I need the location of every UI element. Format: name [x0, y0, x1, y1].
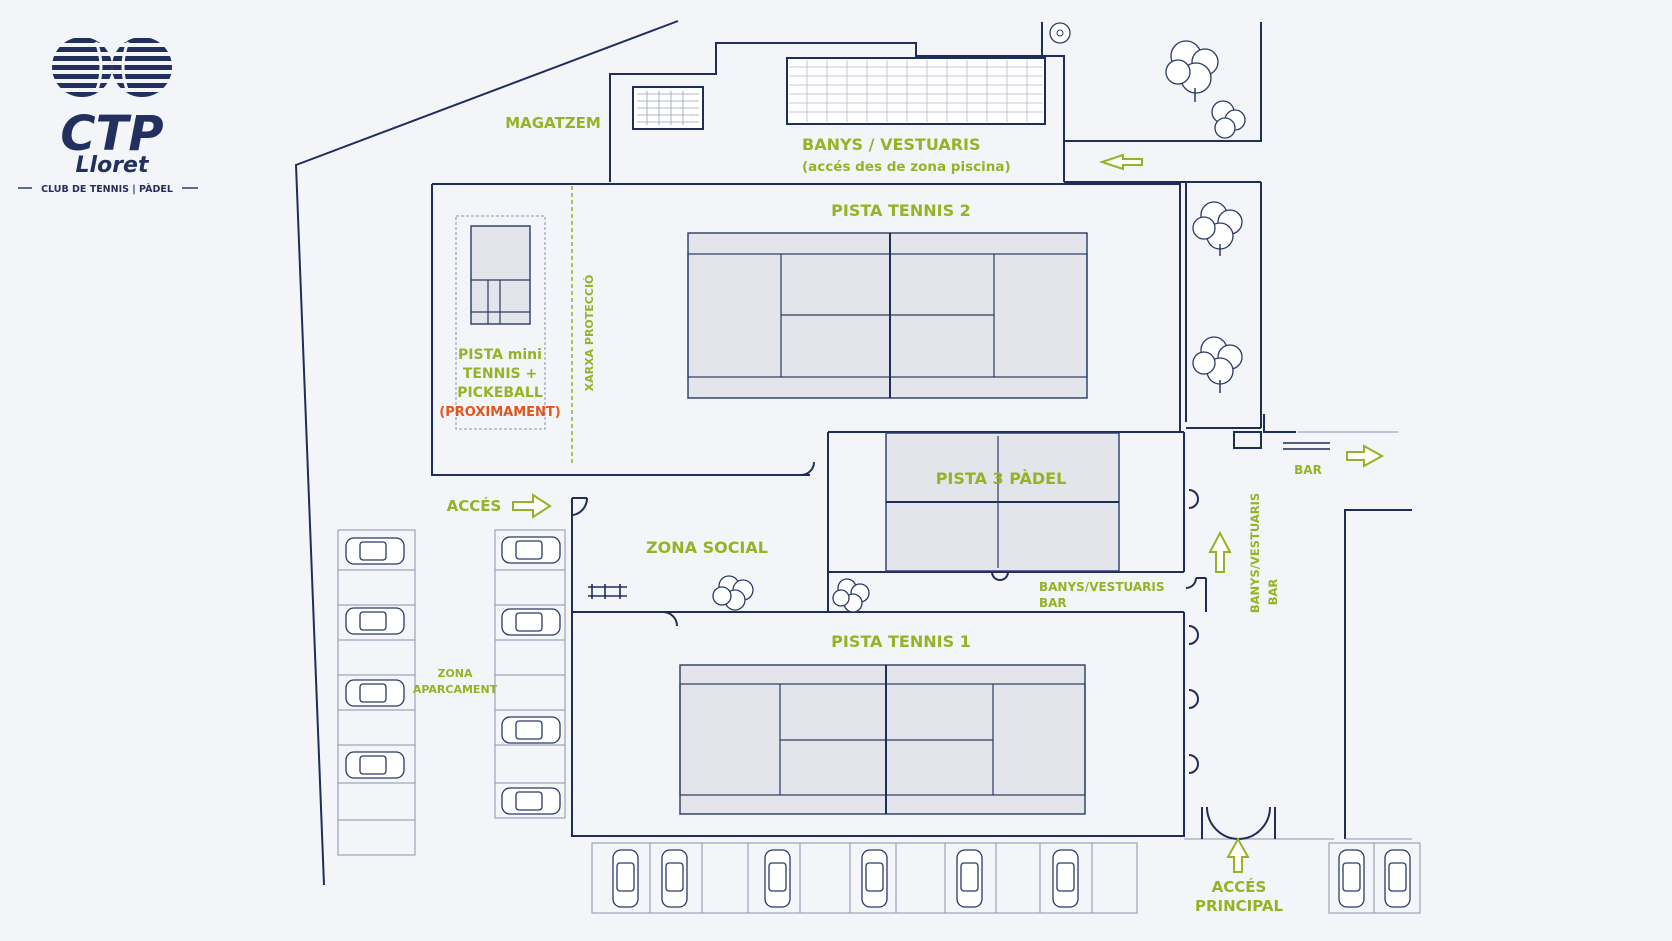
- car-icon: [501, 608, 561, 636]
- label-pista-mini-1: PISTA mini: [458, 347, 542, 363]
- label-bar-mid: BAR: [1039, 596, 1067, 610]
- car-icon: [501, 787, 561, 815]
- label-banys-vestuaris-vertical: BANYS/VESTUARIS: [1248, 493, 1262, 613]
- label-zona: ZONA: [437, 667, 473, 680]
- logo-town: Lloret: [76, 153, 150, 178]
- solar-panel-roof: [786, 57, 1046, 125]
- car-icon: [861, 849, 888, 908]
- parked-cars: [345, 536, 1411, 908]
- label-aparcament: APARCAMENT: [413, 683, 498, 696]
- right-corridor: [1184, 182, 1412, 840]
- tree-icon: [1049, 22, 1071, 44]
- car-icon: [956, 849, 983, 908]
- tree-icon: [1192, 336, 1243, 393]
- arrow-right-icon: [1346, 444, 1385, 468]
- arrow-up-icon: [1208, 530, 1232, 573]
- tennis-2-enclosure: [431, 183, 1181, 476]
- car-icon: [1384, 849, 1411, 908]
- car-icon: [345, 537, 405, 565]
- tree-icon: [832, 578, 870, 613]
- tree-icon: [1165, 40, 1219, 102]
- top-buildings: [609, 42, 1261, 183]
- label-banys-vestuaris-top: BANYS / VESTUARIS: [802, 135, 981, 154]
- arrow-up-icon: [1226, 836, 1250, 873]
- site-boundary: [294, 20, 1262, 886]
- logo-tagline: CLUB DE TENNIS | PÀDEL: [41, 183, 173, 195]
- logo-brand: CTP: [60, 106, 163, 162]
- label-pista-mini-2: TENNIS +: [463, 366, 537, 382]
- car-icon: [345, 751, 405, 779]
- label-pista-tennis-2: PISTA TENNIS 2: [831, 201, 971, 220]
- tree-icon: [712, 575, 754, 611]
- tree-icon: [1211, 100, 1246, 139]
- car-icon: [764, 849, 791, 908]
- car-icon: [501, 716, 561, 744]
- tennis-balls-icon: [52, 38, 172, 97]
- car-icon: [1052, 849, 1079, 908]
- label-bar-right: BAR: [1294, 463, 1322, 477]
- car-icon: [612, 849, 639, 908]
- trees: [712, 22, 1246, 613]
- label-acces-piscina: (accés des de zona piscina): [802, 159, 1011, 175]
- arrow-right-icon: [512, 493, 552, 519]
- label-proximament: (PROXIMAMENT): [439, 405, 560, 420]
- padel-3-enclosure: [800, 431, 1185, 612]
- label-zona-social: ZONA SOCIAL: [646, 538, 768, 557]
- car-icon: [661, 849, 688, 908]
- label-acces-principal-2: PRINCIPAL: [1195, 897, 1283, 915]
- car-icon: [345, 607, 405, 635]
- label-banys-vestuaris-mid: BANYS/VESTUARIS: [1039, 580, 1165, 594]
- label-pista-tennis-1: PISTA TENNIS 1: [831, 632, 971, 651]
- label-bar-vertical: BAR: [1266, 579, 1280, 606]
- bench-icon: [588, 584, 627, 599]
- label-pista-3-padel: PISTA 3 PÀDEL: [936, 469, 1067, 488]
- label-magatzem: MAGATZEM: [505, 114, 601, 132]
- direction-arrows: [512, 153, 1385, 873]
- mini-court-outline: [455, 215, 546, 430]
- label-acces-principal-1: ACCÉS: [1212, 877, 1267, 896]
- arrow-left-icon: [1098, 153, 1143, 171]
- car-icon: [501, 536, 561, 564]
- club-logo: CTP Lloret CLUB DE TENNIS | PÀDEL: [18, 38, 198, 195]
- label-xarxa-proteccio: XARXA PROTECCIÓ: [583, 275, 596, 392]
- label-acces: ACCÉS: [447, 496, 502, 515]
- tennis-1-enclosure: [571, 497, 1185, 837]
- tree-icon: [1192, 201, 1243, 256]
- parking-left-column: [337, 529, 1421, 914]
- label-pista-mini-3: PICKEBALL: [457, 385, 543, 401]
- car-icon: [345, 679, 405, 707]
- car-icon: [1338, 849, 1365, 908]
